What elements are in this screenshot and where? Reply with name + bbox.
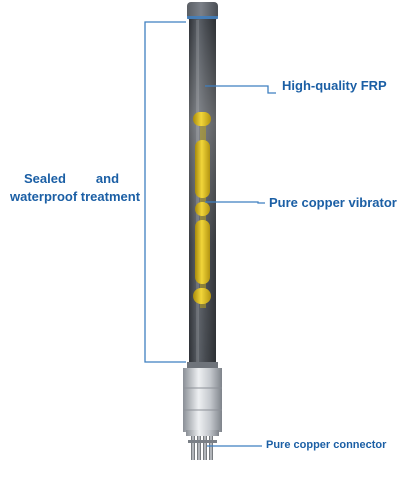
copper-connector: [188, 436, 217, 460]
vibrator-segment: [195, 140, 210, 198]
connector-flange: [186, 430, 219, 436]
vibrator-label: Pure copper vibrator: [269, 195, 397, 210]
vibrator-segment: [195, 220, 210, 284]
connector-label: Pure copper connector: [266, 439, 387, 451]
metal-base: [183, 362, 222, 436]
base-collar: [187, 362, 218, 370]
connector-pin: [209, 436, 213, 460]
sealed-label-line1: Sealed and: [24, 172, 119, 185]
sealed-bracket: [144, 21, 186, 363]
vibrator-segment: [193, 112, 211, 126]
frp-leader: [205, 85, 276, 94]
and-word: and: [95, 171, 120, 186]
vibrator-leader: [205, 201, 265, 204]
base-body: [183, 368, 222, 432]
connector-pin: [203, 436, 207, 460]
sealed-word: Sealed: [24, 171, 66, 186]
leader-lines: [144, 21, 276, 447]
connector-pin: [197, 436, 201, 460]
frp-label: High-quality FRP: [282, 78, 387, 93]
connector-clip: [188, 440, 217, 443]
vibrator-segment: [193, 288, 211, 304]
vibrator-segment: [195, 202, 210, 216]
connector-pin: [191, 436, 195, 460]
copper-vibrator: [193, 112, 211, 308]
radome-top-cap: [187, 2, 218, 20]
sealed-label-line2: waterproof treatment: [10, 189, 141, 204]
cap-seal-ring: [187, 16, 218, 19]
